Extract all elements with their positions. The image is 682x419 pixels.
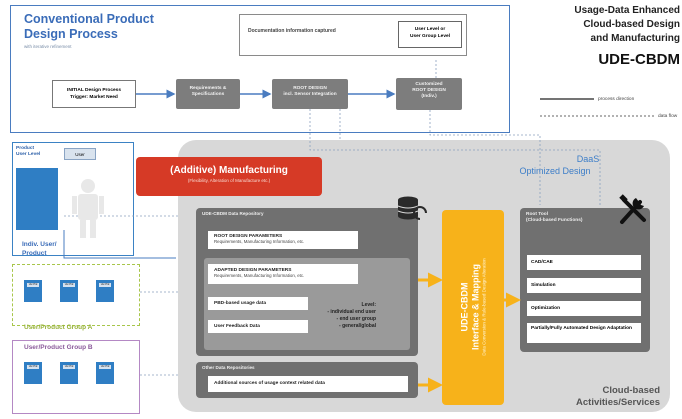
title-line3: and Manufacturing: [590, 33, 680, 44]
tool-item: Optimization: [527, 301, 641, 316]
customized-line2: ROOT DESIGN: [412, 88, 446, 93]
interface-mapping-box: [442, 210, 504, 405]
group-b-product-1: Usr Prd: [24, 362, 42, 384]
user-level-box: User Level or User Group Level: [398, 21, 462, 48]
data-repository-title: UDE-CBDM Data Repository: [202, 211, 264, 216]
root-tool-title: Root Tool (Cloud-based Functions): [526, 212, 583, 224]
root-params-title: ROOT DESIGN PARAMETERS: [214, 234, 283, 239]
manufacturing-title: (Additive) Manufacturing: [170, 165, 288, 176]
mini-tag: Usr Prd: [99, 365, 111, 369]
title-line1: Usage-Data Enhanced: [574, 5, 680, 16]
root-tool-title-line2: (Cloud-based Functions): [526, 218, 583, 223]
root-design-line2: incl. Sensor Integration: [283, 92, 337, 97]
root-design-box: ROOT DESIGN incl. Sensor Integration: [272, 79, 348, 109]
customized-design-box: Customized ROOT DESIGN (Indiv.): [396, 78, 462, 110]
initial-line2: Trigger: Market Need: [70, 94, 118, 100]
uemo-line4: - general/global: [339, 323, 376, 329]
root-params-sub: Requirements, Manufacturing Information,…: [214, 239, 305, 244]
initial-line1: INITIAL Design Process: [66, 88, 122, 93]
conventional-subtitle: with iterative refinement: [24, 44, 72, 49]
title-line2: Cloud-based Design: [583, 19, 680, 30]
manufacturing-box: (Additive) Manufacturing (Flexibility, A…: [136, 157, 322, 196]
user-group-b-label: User/Product Group B: [24, 344, 93, 351]
root-tool-title-line1: Root Tool: [526, 212, 549, 217]
user-tag: User: [64, 148, 96, 160]
user-level-line1: User Level or: [414, 27, 446, 32]
adapted-params-title: ADAPTED DESIGN PARAMETERS: [214, 268, 292, 273]
cloud-activities-label: Cloud-based Activities/Services: [540, 385, 660, 409]
tools-icon: [619, 194, 646, 224]
mini-tag: Usr Prd: [63, 365, 75, 369]
uemo-line2: - individual end user: [327, 309, 376, 315]
individual-user-label: Indiv. User/ Product: [22, 240, 57, 258]
tool-item: CAD/CAE: [527, 255, 641, 270]
conventional-title: Conventional Product Design Process: [24, 12, 154, 42]
customized-line3: (Indiv.): [421, 94, 437, 99]
group-a-product-3: Usr Prd: [96, 280, 114, 302]
product-user-level-line2: User Level: [16, 152, 41, 157]
data-flow-root: [309, 109, 601, 205]
adapted-design-parameters: ADAPTED DESIGN PARAMETERS Requirements, …: [208, 264, 358, 284]
product-user-level-line1: Product: [16, 146, 35, 151]
optimized-design-label: Optimized Design: [519, 166, 591, 176]
conventional-title-line2: Design Process: [24, 27, 118, 41]
person-icon: [72, 179, 104, 238]
group-a-product-1: Usr Prd: [24, 280, 42, 302]
mini-tag: Usr Prd: [27, 283, 39, 287]
user-feedback-data: User Feedback Data: [208, 320, 308, 333]
root-design-line1: ROOT DESIGN: [293, 86, 327, 91]
mini-tag: Usr Prd: [27, 365, 39, 369]
tool-item: Partially/Fully Automated Design Adaptat…: [527, 323, 641, 343]
customized-line1: Customized: [415, 82, 443, 87]
requirements-line2: Specifications: [191, 92, 225, 97]
user-process-line: [63, 230, 176, 259]
uemo-line1: Level:: [361, 302, 376, 308]
user-level-line2: User Group Level: [410, 34, 450, 39]
requirements-line1: Requirements &: [189, 86, 227, 91]
documentation-text: Documentation information captured: [248, 28, 336, 34]
uemo-line3: - end user group: [336, 316, 376, 322]
manufacturing-subtitle: (Flexibility, Alteration of Manufacture …: [187, 178, 271, 183]
other-repositories-title: Other Data Repositories: [202, 365, 255, 370]
product-usage-data: PBD-based usage data: [208, 297, 308, 310]
data-flow-lines: [64, 60, 601, 376]
cloud-label-line2: Activities/Services: [576, 397, 660, 408]
adapted-params-sub: Requirements, Manufacturing Information,…: [214, 273, 305, 278]
additional-sources: Additional sources of usage context rela…: [208, 376, 408, 392]
legend-data: data flow: [658, 114, 678, 119]
requirements-box: Requirements & Specifications: [176, 79, 240, 109]
product-figure: [16, 168, 58, 230]
cloud-label-line1: Cloud-based: [602, 385, 660, 396]
individual-line2: Product: [22, 250, 47, 257]
root-design-parameters: ROOT DESIGN PARAMETERS Requirements, Man…: [208, 231, 358, 249]
database-icon: [397, 196, 427, 220]
usage-level-list: Level: - individual end user - end user …: [318, 302, 376, 330]
individual-line1: Indiv. User/: [22, 241, 57, 248]
initial-design-box: INITIAL Design Process Trigger: Market N…: [52, 80, 136, 108]
diagram-title: Usage-Data Enhanced Cloud-based Design a…: [520, 4, 680, 46]
group-b-product-2: Usr Prd: [60, 362, 78, 384]
mini-tag: Usr Prd: [99, 283, 111, 287]
tool-item: Simulation: [527, 278, 641, 293]
daas-label: DaaS: [576, 154, 600, 164]
group-a-product-2: Usr Prd: [60, 280, 78, 302]
product-user-level: Product User Level: [16, 146, 64, 168]
mini-tag: Usr Prd: [63, 283, 75, 287]
group-b-product-3: Usr Prd: [96, 362, 114, 384]
legend-process: process direction: [598, 97, 635, 102]
conventional-title-line1: Conventional Product: [24, 12, 154, 26]
user-group-a-label: User/Product Group A: [24, 324, 93, 331]
data-flow-custom: [429, 110, 541, 205]
diagram-acronym: UDE-CBDM: [598, 51, 680, 68]
